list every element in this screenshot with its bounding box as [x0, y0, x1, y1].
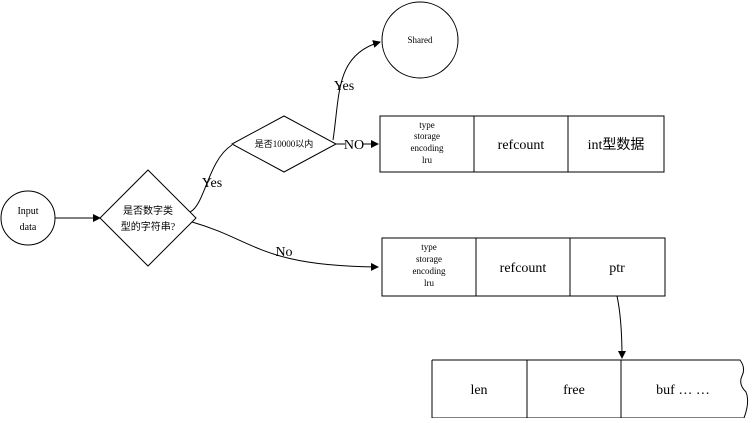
edge-numeric-no — [191, 221, 379, 271]
int-struct-box: type storage encoding lru refcount int型数… — [379, 115, 665, 173]
edge-label-no-int: NO — [344, 138, 364, 153]
decision-numeric-node: 是否数字类 型的字符串? — [99, 169, 197, 267]
raw-struct-encoding: encoding — [413, 266, 446, 276]
edge-label-yes-range: Yes — [202, 176, 222, 191]
int-struct-refcount: refcount — [498, 138, 545, 153]
input-data-node: Input data — [0, 190, 56, 246]
int-struct-encoding: encoding — [411, 143, 444, 153]
int-struct-data: int型数据 — [588, 137, 645, 153]
shared-text: Shared — [408, 35, 433, 45]
input-data-line2: data — [20, 222, 37, 233]
raw-struct-storage: storage — [416, 254, 442, 264]
sds-len: len — [470, 383, 487, 398]
int-struct-lru: lru — [422, 155, 432, 165]
sds-buf: buf … … — [656, 383, 710, 398]
input-data-line1: Input — [17, 206, 38, 217]
edge-label-no-bg — [345, 137, 363, 151]
edge-numeric-yes — [189, 144, 233, 213]
edge-label-yes-shared: Yes — [334, 79, 354, 94]
int-struct-storage: storage — [414, 131, 440, 141]
decision-range-text: 是否10000以内 — [255, 138, 314, 149]
decision-numeric-line2: 型的字符串? — [121, 220, 176, 233]
sds-buffer-box: len free buf … … — [431, 359, 749, 419]
sds-free: free — [563, 383, 585, 398]
int-struct-type: type — [419, 120, 435, 130]
decision-numeric-line1: 是否数字类 — [123, 204, 173, 217]
raw-struct-lru: lru — [424, 278, 434, 288]
edge-range-yes-shared — [332, 40, 381, 141]
raw-struct-type: type — [421, 242, 437, 252]
edge-ptr-to-buffer — [616, 295, 626, 359]
raw-struct-refcount: refcount — [500, 261, 547, 276]
decision-range-node: 是否10000以内 — [230, 115, 338, 173]
raw-struct-box: type storage encoding lru refcount ptr — [381, 237, 666, 297]
edge-label-no-raw: No — [275, 245, 292, 260]
raw-struct-ptr: ptr — [609, 261, 625, 276]
shared-node: Shared — [381, 1, 459, 79]
